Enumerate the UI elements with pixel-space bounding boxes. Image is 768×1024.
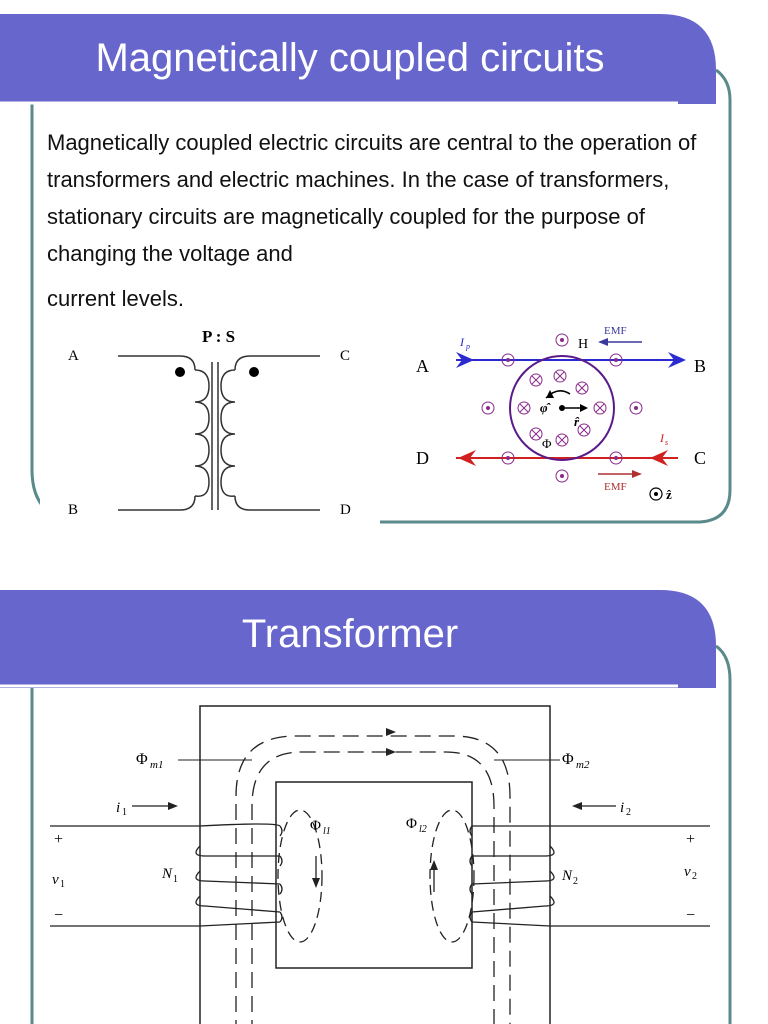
z-legend-marker	[649, 487, 663, 501]
polarity-dot-primary	[175, 367, 185, 377]
svg-text:m1: m1	[150, 759, 163, 771]
r-hat-label: r̂	[574, 414, 580, 429]
leakage-flux-primary	[277, 809, 323, 943]
ip-label: I	[459, 335, 465, 349]
terminal-d: D	[340, 502, 351, 518]
mutual-flux-path-outer	[235, 735, 511, 1024]
phi-l2-label: Φ	[406, 816, 417, 832]
is-label: I	[659, 431, 665, 445]
paragraph-text: Magnetically coupled electric circuits a…	[47, 130, 697, 266]
primary-winding	[195, 823, 283, 927]
slide-border	[30, 680, 732, 1024]
label-b: B	[694, 356, 706, 376]
into-page-markers	[517, 369, 607, 447]
h-label: H	[578, 337, 588, 352]
title-bar	[0, 14, 716, 104]
leakage-flux-secondary	[429, 809, 475, 943]
flux-loop	[509, 355, 615, 461]
label-d: D	[416, 448, 429, 468]
transformer-coil-diagram: P : S A B C D	[40, 318, 380, 528]
slide-title: Magnetically coupled circuits	[95, 36, 605, 80]
label-c: C	[694, 448, 706, 468]
svg-text:2: 2	[573, 876, 578, 887]
slide-transformer	[0, 580, 768, 1024]
phi-hat-label: φ̂	[540, 400, 551, 415]
svg-text:s: s	[665, 438, 668, 447]
secondary-winding	[220, 369, 236, 497]
v1-plus: +	[54, 831, 63, 848]
phi-flux-label: Φ	[542, 436, 552, 451]
v2-label: v	[684, 864, 691, 880]
slide-frame	[0, 590, 732, 1024]
paragraph-end: current levels.	[47, 286, 184, 311]
svg-text:1: 1	[60, 879, 65, 890]
phi-l1-label: Φ	[310, 818, 321, 834]
z-hat-label: ẑ	[666, 487, 672, 502]
out-of-page-markers	[481, 333, 643, 483]
title-bar	[0, 590, 716, 688]
svg-text:p: p	[465, 342, 470, 351]
terminal-a: A	[68, 348, 79, 364]
svg-text:1: 1	[122, 807, 127, 818]
terminal-c: C	[340, 348, 350, 364]
terminal-b: B	[68, 502, 78, 518]
phi-m2-label: Φ	[562, 751, 574, 768]
transformer-core-diagram: Φ m1 Φ m2 i 1 i 2 + − v 1 + − v 2 N 1 N …	[40, 696, 720, 1024]
polarity-dot-secondary	[249, 367, 259, 377]
body-paragraph: Magnetically coupled electric circuits a…	[47, 124, 727, 317]
mutual-flux-path-inner	[251, 751, 495, 1024]
n2-label: N	[561, 868, 573, 884]
field-diagram: A B D C I p I s EMF H EMF	[416, 325, 706, 502]
core-window	[275, 781, 473, 969]
secondary-winding	[469, 825, 555, 927]
emf-bottom-label: EMF	[604, 481, 627, 493]
out-of-page-dots	[486, 338, 638, 478]
n1-label: N	[161, 866, 173, 882]
slide-title-transformer: Transformer	[241, 612, 459, 656]
svg-text:m2: m2	[576, 759, 590, 771]
v2-plus: +	[686, 831, 695, 848]
i2-label: i	[620, 800, 624, 816]
svg-text:2: 2	[626, 807, 631, 818]
svg-text:1: 1	[173, 874, 178, 885]
phi-m1-label: Φ	[136, 751, 148, 768]
v1-minus: −	[54, 907, 63, 924]
i1-label: i	[116, 800, 120, 816]
svg-text:l1: l1	[323, 826, 331, 837]
ratio-label: P : S	[202, 327, 235, 346]
primary-winding	[194, 369, 210, 497]
svg-text:l2: l2	[419, 824, 427, 835]
v1-label: v	[52, 872, 59, 888]
emf-top-label: EMF	[604, 325, 627, 337]
v2-minus: −	[686, 907, 695, 924]
label-a: A	[416, 356, 429, 376]
svg-text:2: 2	[692, 871, 697, 882]
